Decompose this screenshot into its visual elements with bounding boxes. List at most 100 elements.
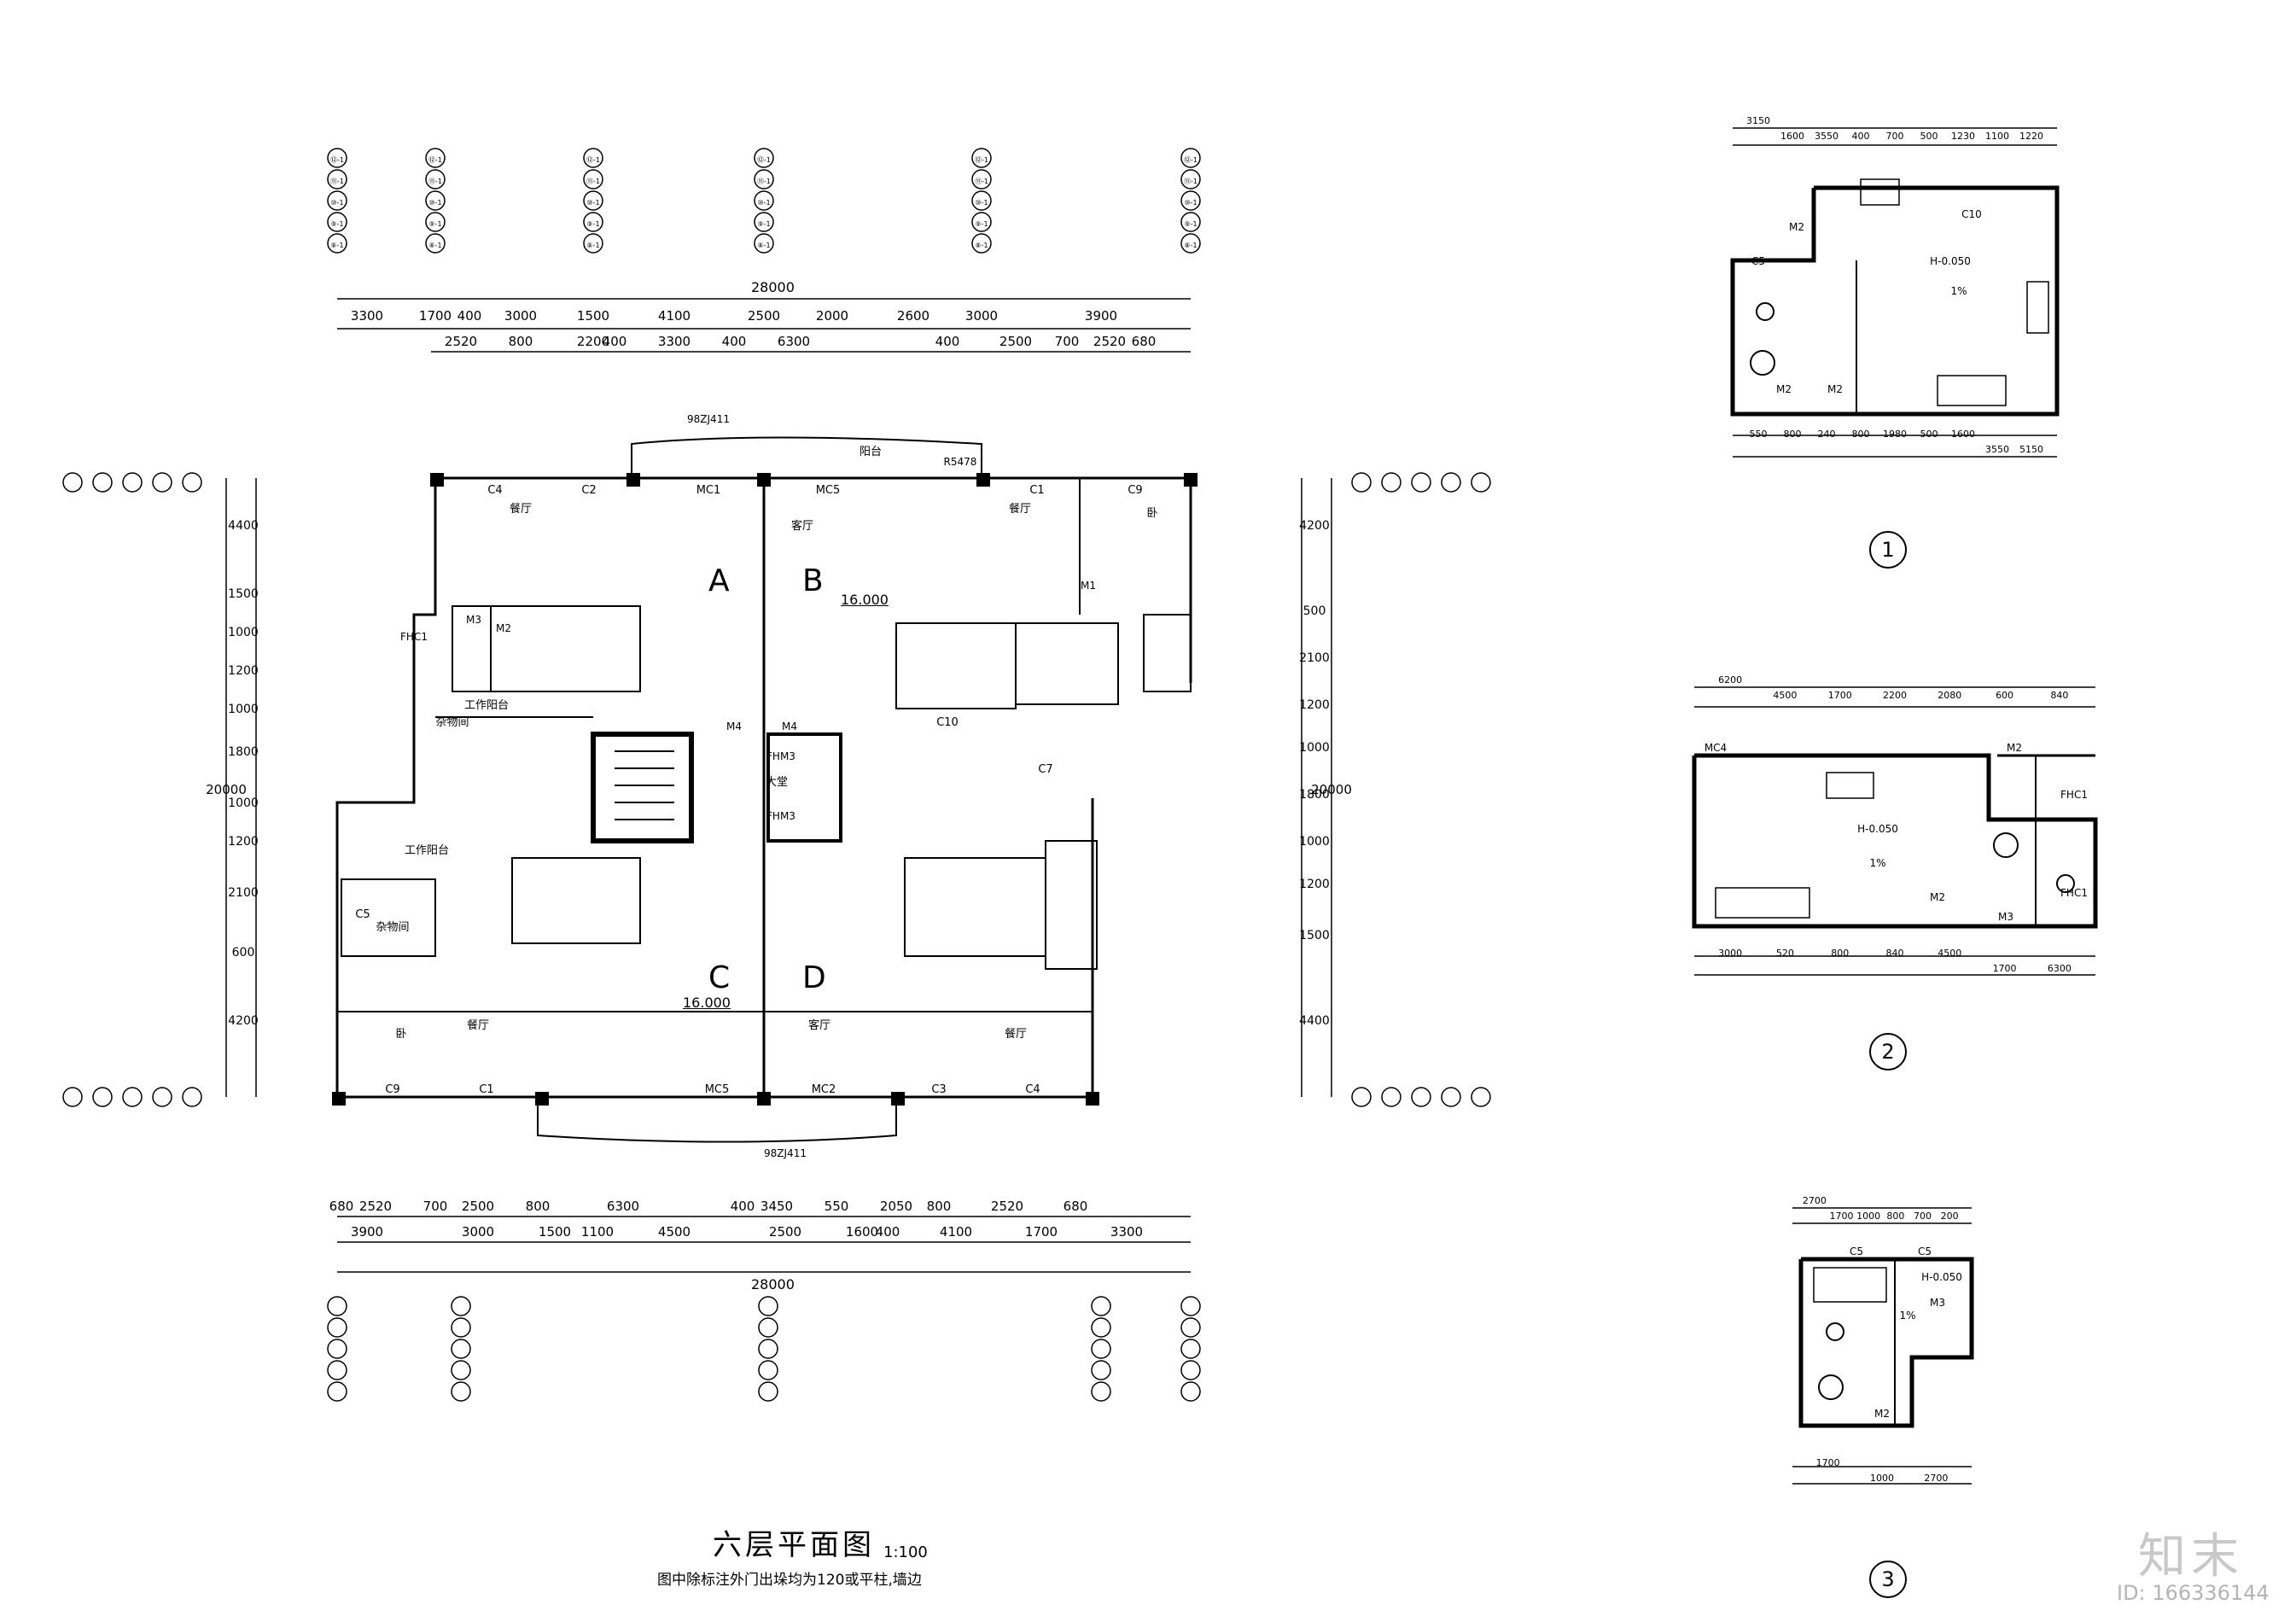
callout-label: 98ZJ411 bbox=[764, 1147, 807, 1159]
left-total-dim: 20000 bbox=[206, 782, 247, 797]
watermark-id: ID: 166336144 bbox=[2117, 1581, 2270, 1605]
axis-label: ⑧-1 bbox=[330, 242, 343, 249]
window-label: C10 bbox=[936, 716, 959, 729]
bottom-dim-value-2: 3900 bbox=[351, 1224, 383, 1240]
detail-dim-bottom: 5150 bbox=[2019, 444, 2043, 455]
top-dim-value: 2600 bbox=[897, 308, 929, 324]
detail-dim-bottom: 1000 bbox=[1870, 1473, 1894, 1484]
top-dim-value-2: 3300 bbox=[658, 334, 691, 349]
detail-dim-bottom: 4500 bbox=[1938, 948, 1961, 959]
detail-label: M2 bbox=[1874, 1408, 1890, 1420]
axis-label: ⑪-1 bbox=[975, 178, 988, 185]
door-label: M4 bbox=[726, 721, 742, 732]
detail-1-plan bbox=[1730, 127, 2060, 458]
top-dim-value-2: 2500 bbox=[999, 334, 1032, 349]
room-label: 阳台 bbox=[860, 446, 882, 458]
axis-label: ⑩-1 bbox=[1184, 199, 1197, 207]
axis-label: ⑫-1 bbox=[586, 156, 600, 164]
axis-label: ⑧-1 bbox=[1184, 242, 1197, 249]
detail-label: 1% bbox=[1869, 857, 1885, 869]
detail-dim-bottom: 2700 bbox=[1924, 1473, 1948, 1484]
axis-bubbles-top bbox=[327, 148, 1201, 254]
detail-label: M2 bbox=[1789, 221, 1804, 233]
left-dim-value: 1000 bbox=[228, 626, 259, 639]
right-dim-value: 4200 bbox=[1299, 519, 1330, 533]
callout-label: R5478 bbox=[944, 456, 977, 468]
detail-dim-bottom: 240 bbox=[1818, 429, 1836, 440]
detail-label: 1% bbox=[1950, 285, 1967, 297]
bottom-dim-value: 6300 bbox=[607, 1199, 639, 1214]
room-label: 餐厅 bbox=[1005, 1027, 1027, 1041]
unit-b-kitchen bbox=[895, 622, 1017, 709]
axis-label: ⑪-1 bbox=[757, 178, 771, 185]
detail-label: M3 bbox=[1930, 1297, 1945, 1309]
top-dim-value-2: 400 bbox=[722, 334, 747, 349]
top-dim-value: 2000 bbox=[816, 308, 848, 324]
top-dim-value: 3300 bbox=[351, 308, 383, 324]
detail-label: H-0.050 bbox=[1930, 255, 1971, 267]
unit-b-bath bbox=[1015, 622, 1119, 705]
window-label: MC2 bbox=[812, 1083, 836, 1096]
detail-dim-top: 1700 bbox=[1828, 690, 1852, 701]
detail-dim-top: 1100 bbox=[1985, 131, 2009, 142]
top-dim-value-2: 6300 bbox=[778, 334, 810, 349]
stair-core bbox=[591, 732, 694, 843]
detail-dim-top: 700 bbox=[1914, 1211, 1932, 1222]
detail-dim-bottom: 3000 bbox=[1718, 948, 1742, 959]
top-dim-value-2: 2520 bbox=[445, 334, 477, 349]
axis-label: ⑫-1 bbox=[757, 156, 771, 164]
watermark-logo: 知末 bbox=[2138, 1529, 2244, 1584]
axis-label: ⑫-1 bbox=[1184, 156, 1198, 164]
axis-label: ⑧-1 bbox=[428, 242, 441, 249]
detail-label: FHC1 bbox=[2060, 789, 2088, 801]
window-label: C4 bbox=[1025, 1083, 1040, 1096]
detail-1-marker: 1 bbox=[1869, 531, 1907, 569]
bottom-dim-value-2: 4100 bbox=[940, 1224, 972, 1240]
detail-label: C10 bbox=[1961, 208, 1982, 220]
detail-3-plan bbox=[1792, 1207, 1974, 1485]
window-label: C2 bbox=[581, 484, 596, 497]
bottom-dim-value: 400 bbox=[731, 1199, 755, 1214]
top-dim-value-2: 400 bbox=[603, 334, 627, 349]
left-dim-value: 1500 bbox=[228, 587, 259, 601]
detail-dim-top: 1230 bbox=[1951, 131, 1975, 142]
window-label: C1 bbox=[1029, 484, 1044, 497]
elevation-upper: 16.000 bbox=[841, 592, 889, 608]
window-label: MC5 bbox=[816, 484, 841, 497]
axis-label: ⑩-1 bbox=[586, 199, 599, 207]
top-dim-value: 3000 bbox=[965, 308, 998, 324]
bottom-dim-value: 700 bbox=[423, 1199, 448, 1214]
unit-b-label: B bbox=[802, 563, 824, 598]
room-label: 卧 bbox=[395, 1028, 406, 1041]
detail-label: C5 bbox=[1850, 1246, 1863, 1257]
axis-label: ⑫-1 bbox=[330, 156, 344, 164]
window-label: MC1 bbox=[696, 484, 721, 497]
door-label: M4 bbox=[782, 721, 797, 732]
right-dim-value: 1200 bbox=[1299, 878, 1330, 891]
detail-label: C5 bbox=[1751, 255, 1765, 267]
unit-c-label: C bbox=[708, 960, 731, 995]
detail-label: M3 bbox=[1998, 911, 2013, 923]
drawing-title-block: 六层平面图 bbox=[666, 1521, 922, 1563]
top-dim-value-2: 2200 bbox=[577, 334, 609, 349]
balcony-top bbox=[631, 436, 982, 478]
axis-label: ⑩-1 bbox=[428, 199, 441, 207]
window-label: C7 bbox=[1038, 763, 1052, 776]
unit-c-bath bbox=[341, 878, 436, 957]
door-label: M3 bbox=[466, 614, 481, 626]
top-dim-value-2: 400 bbox=[935, 334, 960, 349]
detail-dim-top: 840 bbox=[2050, 690, 2068, 701]
bottom-dim-value-2: 1500 bbox=[539, 1224, 571, 1240]
unit-a-bath bbox=[452, 605, 492, 692]
axis-label: ⑪-1 bbox=[330, 178, 344, 185]
top-dim-value: 4100 bbox=[658, 308, 691, 324]
left-dim-value: 4400 bbox=[228, 519, 259, 533]
left-dim-value: 1800 bbox=[228, 745, 259, 759]
axis-label: ⑩-1 bbox=[975, 199, 988, 207]
room-label: 客厅 bbox=[808, 1018, 830, 1032]
bottom-dim-value: 2500 bbox=[462, 1199, 494, 1214]
axis-label: ⑨-1 bbox=[1184, 220, 1197, 228]
window-label: C9 bbox=[385, 1083, 399, 1096]
room-label: 餐厅 bbox=[467, 1018, 489, 1032]
detail-dim-bottom: 550 bbox=[1750, 429, 1768, 440]
